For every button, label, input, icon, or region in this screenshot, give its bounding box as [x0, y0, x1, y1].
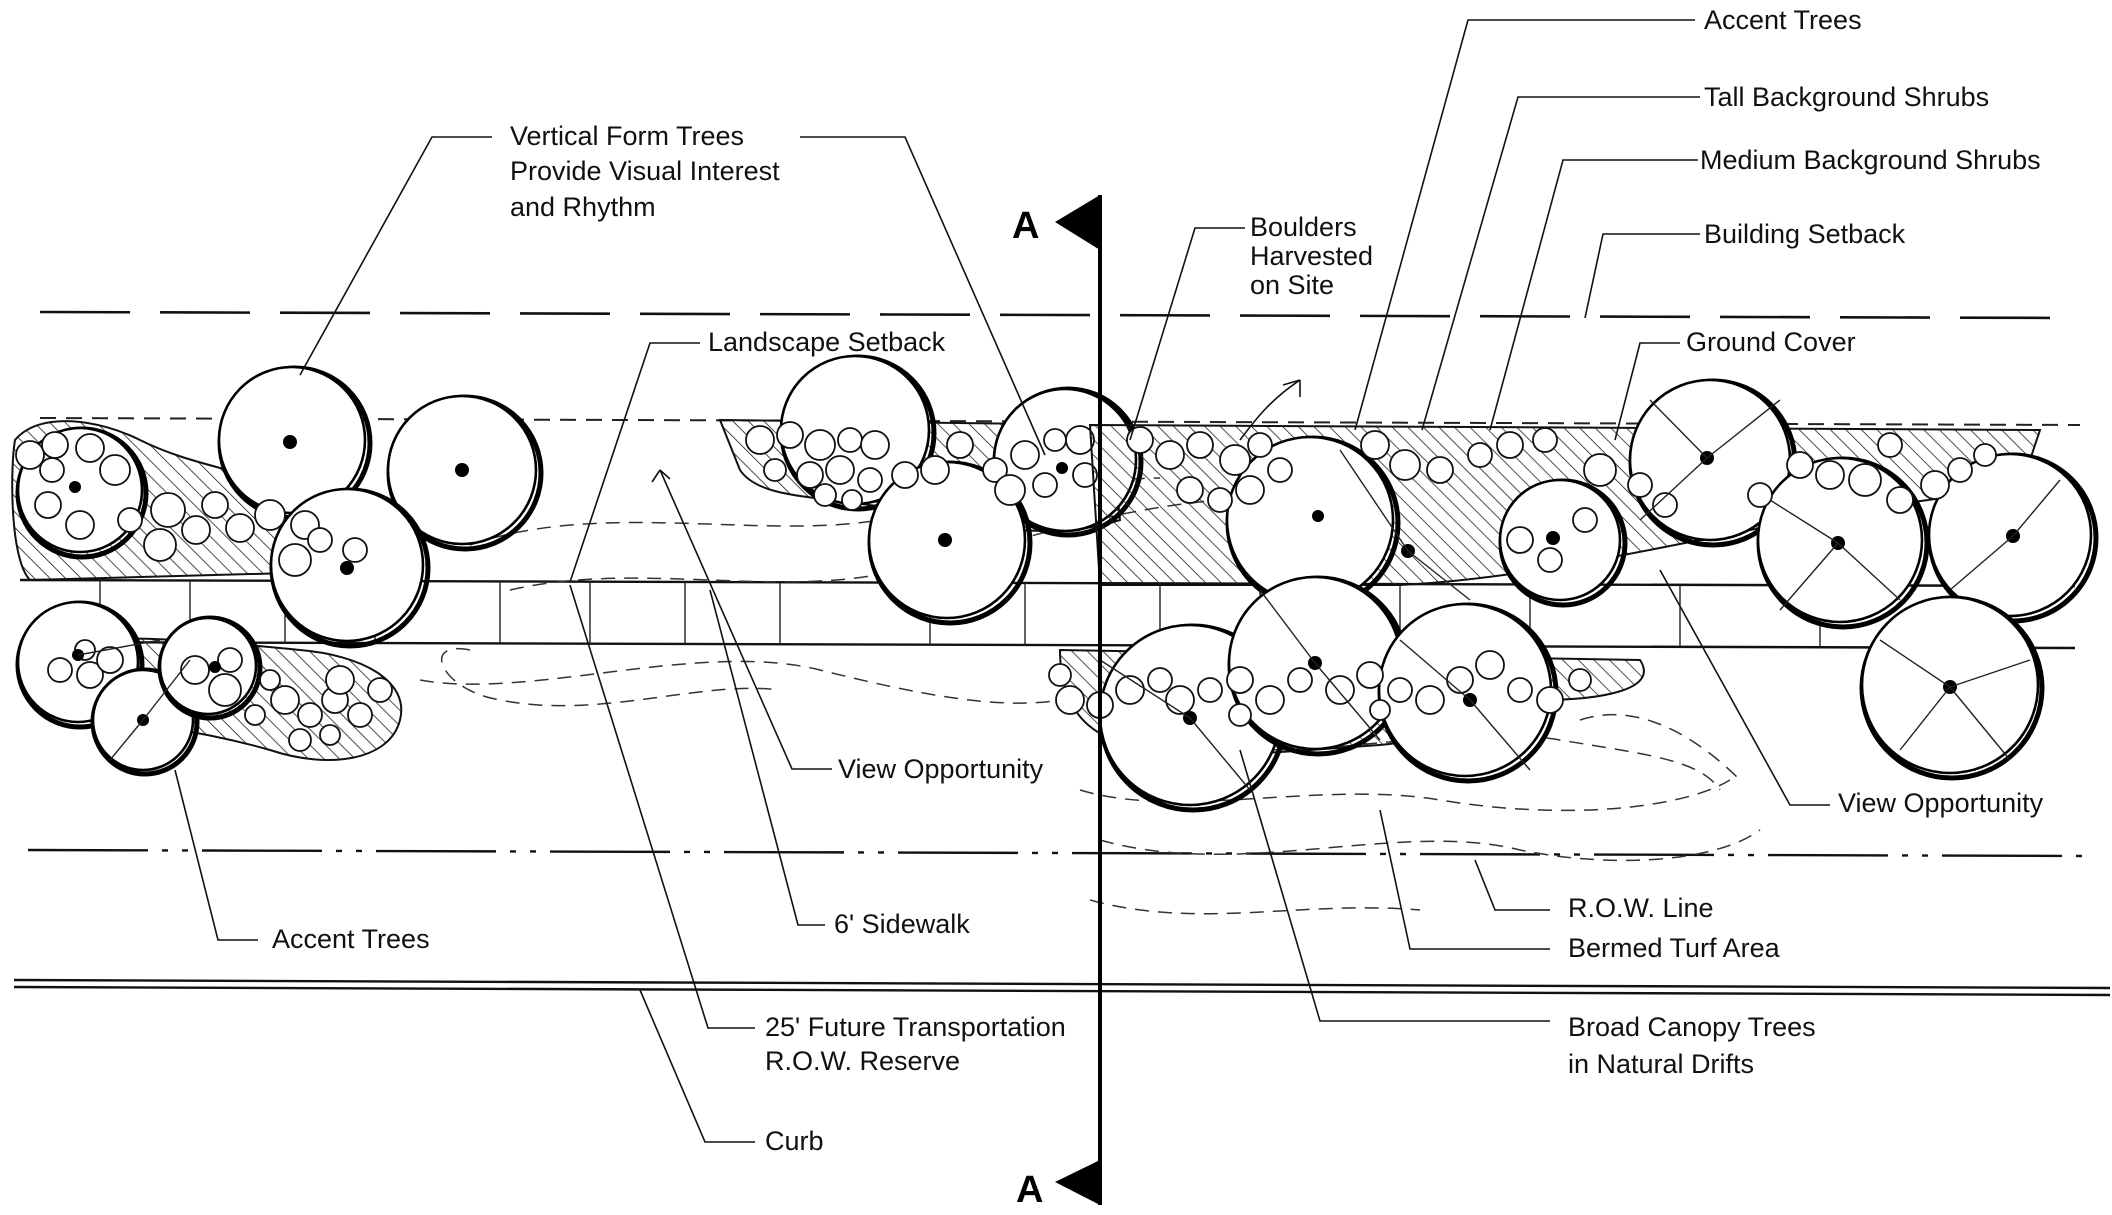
label-medium-background-shrubs: Medium Background Shrubs [1700, 145, 2041, 175]
label-view-opportunity-center: View Opportunity [838, 754, 1044, 784]
planting-center-left [718, 354, 1144, 626]
label-landscape-setback: Landscape Setback [708, 327, 946, 357]
label-boulders-1: Boulders [1250, 212, 1357, 242]
label-future-row-1: 25' Future Transportation [765, 1012, 1066, 1042]
planting-left [11, 365, 544, 777]
annotation-labels: Vertical Form Trees Provide Visual Inter… [272, 5, 2044, 1156]
section-letter-top: A [1012, 205, 1039, 247]
label-vertical-form-trees-1: Vertical Form Trees [510, 121, 744, 151]
label-accent-trees-right: Accent Trees [1704, 5, 1862, 35]
row-line [27, 848, 2086, 858]
section-letter-bottom: A [1016, 1169, 1043, 1211]
label-broad-canopy-1: Broad Canopy Trees [1568, 1012, 1816, 1042]
label-future-row-2: R.O.W. Reserve [765, 1046, 960, 1076]
section-flag-bottom [1055, 1160, 1100, 1205]
label-tall-background-shrubs: Tall Background Shrubs [1704, 82, 1989, 112]
label-boulders-2: Harvested [1250, 241, 1373, 271]
label-sidewalk: 6' Sidewalk [834, 909, 970, 939]
label-view-opportunity-right: View Opportunity [1838, 788, 2044, 818]
view-arrows [651, 379, 1301, 483]
label-boulders-3: on Site [1250, 270, 1334, 300]
label-vertical-form-trees-3: and Rhythm [510, 192, 656, 222]
label-broad-canopy-2: in Natural Drifts [1568, 1049, 1754, 1079]
label-ground-cover: Ground Cover [1686, 327, 1856, 357]
label-bermed-turf: Bermed Turf Area [1568, 933, 1781, 963]
label-curb: Curb [765, 1126, 824, 1156]
label-building-setback: Building Setback [1704, 219, 1906, 249]
label-accent-trees-left: Accent Trees [272, 924, 430, 954]
label-row-line: R.O.W. Line [1568, 893, 1714, 923]
leader-lines [174, 19, 1830, 1143]
section-flag-top [1055, 195, 1100, 250]
planting-right-lower [1048, 575, 1645, 813]
label-vertical-form-trees-2: Provide Visual Interest [510, 156, 780, 186]
planting-right-upper [1088, 378, 2099, 781]
section-cut-line [1055, 195, 1102, 1205]
building-setback-line [39, 310, 2081, 320]
curb-line-1 [13, 978, 2111, 990]
curb-line-2 [13, 985, 2111, 997]
